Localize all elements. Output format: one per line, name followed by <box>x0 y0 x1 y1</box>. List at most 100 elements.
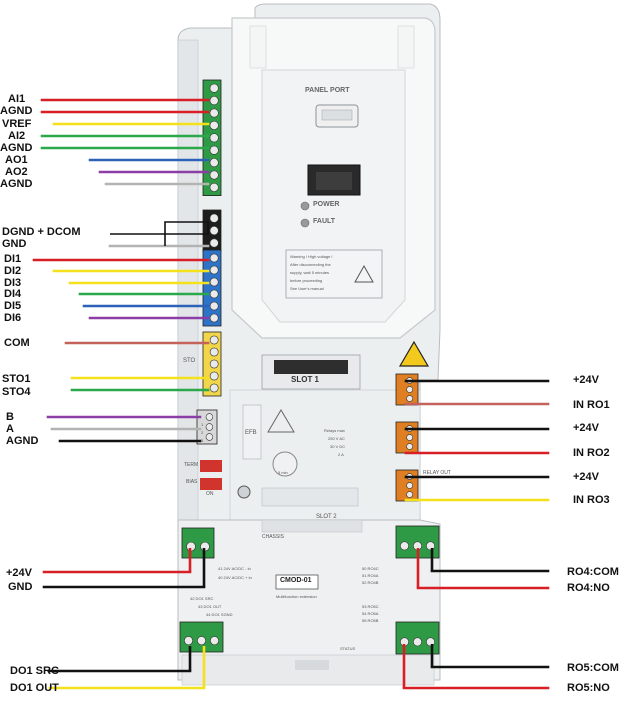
warning-line-1: Warning ! High voltage ! <box>290 254 333 259</box>
label-sto4: STO4 <box>2 386 31 398</box>
terminal-block-cmod-ro4-screw <box>426 541 435 551</box>
label-dgnd-dcom: DGND + DCOM <box>2 226 81 238</box>
label-ro4-no: RO4:NO <box>567 582 610 594</box>
terminal-block-cmod-ro4-screw <box>400 541 409 551</box>
warning-line-2: After disconnecting the <box>290 262 331 267</box>
label-in-ro3: IN RO3 <box>573 494 610 506</box>
label-plus24v-3: +24V <box>573 471 599 483</box>
label-di5: DI5 <box>4 300 22 312</box>
terminal-block-digital-inputs-screw <box>209 313 219 323</box>
terminal-block-digital-inputs <box>202 249 222 327</box>
chassis-label: CHASSIS <box>262 534 284 540</box>
label-gnd-2: GND <box>8 581 33 593</box>
label-ai2: AI2 <box>8 130 26 142</box>
terminal-block-sto-screw <box>209 383 219 393</box>
terminal-block-ro2 <box>395 421 419 454</box>
label-sto1: STO1 <box>2 373 31 385</box>
warning-line-3: supply, wait 5 minutes <box>290 270 330 275</box>
terminal-block-digital-inputs-screw <box>209 265 219 275</box>
terminal-block-dgnd <box>202 209 222 252</box>
label-di1: DI1 <box>4 253 22 265</box>
label-do1-out: DO1 OUT <box>10 682 59 694</box>
terminal-block-digital-inputs-screw <box>209 277 219 287</box>
label-plus24v-1: +24V <box>573 374 599 386</box>
label-ro5-no: RO5:NO <box>567 682 610 694</box>
do-text-1: 42 DO1 SRC <box>190 596 214 601</box>
terminal-block-analog-screw <box>209 145 219 155</box>
label-b: B <box>6 411 14 423</box>
cmod-name: CMOD-01 <box>280 577 312 584</box>
label-in-ro2: IN RO2 <box>573 447 610 459</box>
label-di2: DI2 <box>4 265 22 277</box>
label-ro5-com: RO5:COM <box>567 662 619 674</box>
terminal-block-cmod-do1-screw <box>210 636 219 646</box>
terminal-block-sto-screw <box>209 347 219 357</box>
terminal-block-ro1-screw <box>406 395 414 402</box>
slot1-label: SLOT 1 <box>291 375 320 384</box>
label-com: COM <box>4 337 30 349</box>
terminal-block-cmod-do1 <box>179 621 224 653</box>
sto-label: STO <box>183 358 196 364</box>
cmod-subtitle: Multifunction extension <box>276 594 317 599</box>
power-led-label: POWER <box>313 201 340 208</box>
relay-out-label: RELAY OUT <box>423 470 451 476</box>
terminal-block-cmod-do1-screw <box>197 636 206 646</box>
terminal-block-analog-screw <box>209 120 219 130</box>
terminal-block-dgnd-screw <box>209 226 219 236</box>
terminal-block-analog-screw <box>209 96 219 106</box>
terminal-block-cmod-power <box>181 527 215 559</box>
drive-control-unit <box>177 3 441 686</box>
efb-label: EFB <box>245 430 257 436</box>
label-di6: DI6 <box>4 312 22 324</box>
term-label: TERM <box>184 462 199 468</box>
terminal-block-digital-inputs-screw <box>209 301 219 311</box>
label-gnd: GND <box>2 238 27 250</box>
wires <box>32 98 550 690</box>
label-ao1: AO1 <box>5 154 28 166</box>
terminal-block-efb <box>196 409 218 445</box>
terminal-block-cmod-do1-screw <box>184 636 193 646</box>
relays-line-4: 2 A <box>338 452 344 457</box>
ro4-text-3: 52 RO4B <box>362 580 379 585</box>
label-agnd-3: AGND <box>0 178 33 190</box>
label-ro4-com: RO4:COM <box>567 566 619 578</box>
terminal-block-dgnd-screw <box>209 213 219 223</box>
warning-line-5: See User's manual <box>290 286 324 291</box>
terminal-block-sto <box>202 331 222 397</box>
terminal-block-ro1 <box>395 373 419 406</box>
terminal-block-ro3-screw <box>406 491 414 498</box>
label-in-ro1: IN RO1 <box>573 399 610 411</box>
do-text-3: 44 DO1 SGND <box>206 612 233 617</box>
label-agnd-2: AGND <box>0 142 33 154</box>
terminal-block-analog-screw <box>209 83 219 93</box>
relays-line-3: 30 V DC <box>330 444 346 449</box>
panel-port-label: PANEL PORT <box>305 87 350 94</box>
pwr-text-1: 41 24V AC/DC - in <box>218 566 251 571</box>
ro5-text-3: 55 RO5B <box>362 618 379 623</box>
terminal-block-digital-inputs-screw <box>209 253 219 263</box>
terminal-block-ro3-screw <box>406 482 414 489</box>
label-plus24v-2: +24V <box>573 422 599 434</box>
relays-line-2: 250 V AC <box>328 436 345 441</box>
label-ai1: AI1 <box>8 93 26 105</box>
do-text-2: 43 DO1 OUT <box>198 604 222 609</box>
terminal-block-analog-screw <box>209 133 219 143</box>
terminal-block-analog-screw <box>209 170 219 180</box>
label-di4: DI4 <box>4 288 22 300</box>
relays-line-1: Relays max <box>324 428 345 433</box>
efb-pin-1: 1 <box>201 422 204 427</box>
label-agnd-1: AGND <box>0 105 33 117</box>
on-label: ON <box>206 491 214 497</box>
terminal-block-ro1-screw <box>406 386 414 393</box>
terminal-block-efb-screw <box>205 433 214 441</box>
terminal-block-dgnd-screw <box>209 238 219 248</box>
terminal-block-ro3 <box>395 469 419 502</box>
terminal-block-sto-screw <box>209 371 219 381</box>
terminal-block-ro2-screw <box>406 443 414 450</box>
five-min-label: 5 min <box>278 470 288 475</box>
bias-label: BIAS <box>186 479 198 485</box>
pwr-text-2: 40 24V AC/DC + in <box>218 575 252 580</box>
terminal-block-analog <box>202 79 222 196</box>
